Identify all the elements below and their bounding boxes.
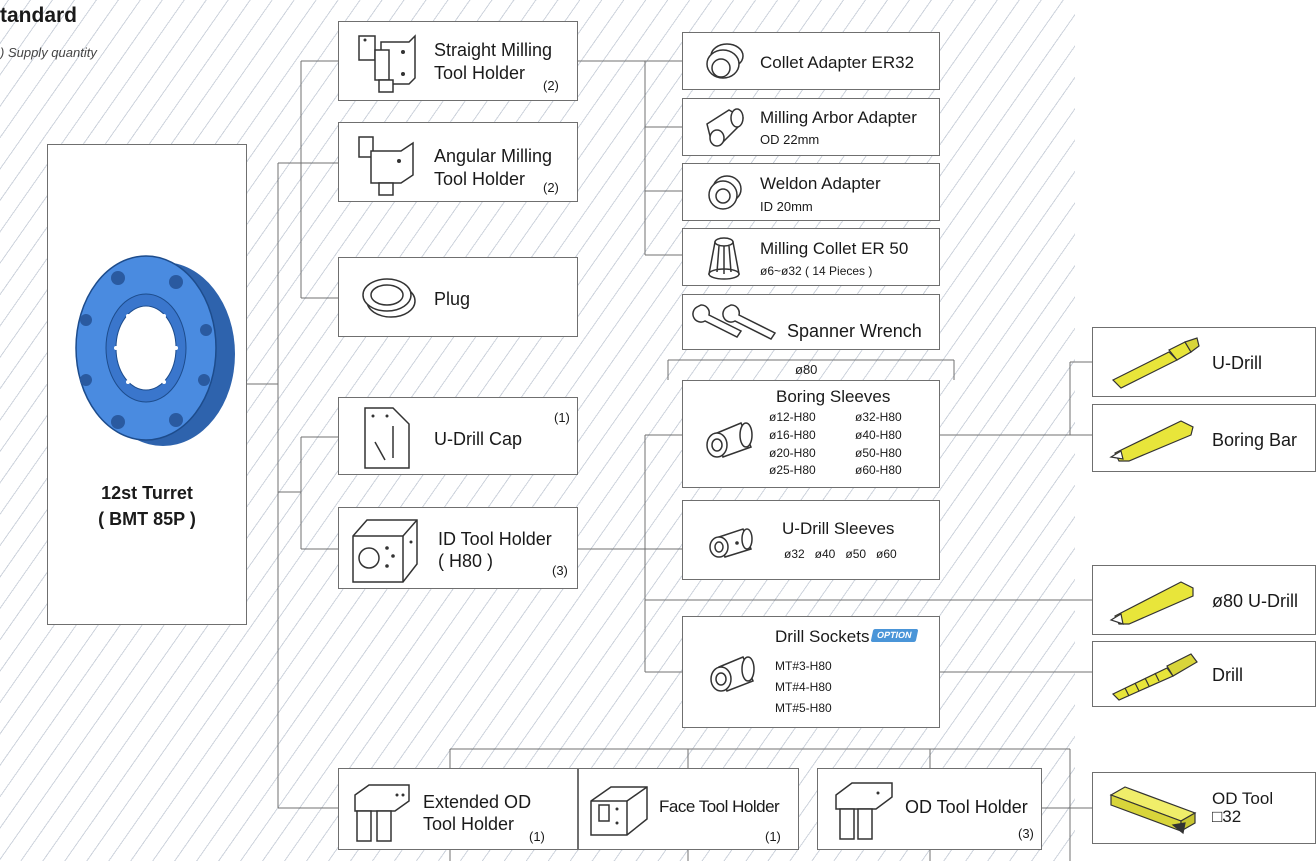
angular-milling-holder-icon [358, 136, 414, 196]
page-title: tandard [0, 4, 78, 27]
boring-sleeve-icon [706, 422, 753, 458]
spanner-wrench-icon [692, 304, 777, 340]
id-tool-holder-box: ID Tool Holder ( H80 ) (3) [338, 507, 578, 589]
plug-icon [362, 278, 416, 318]
udrill-80-box: ø80 U-Drill [1092, 565, 1316, 635]
collet-adapter-er32-box: Collet Adapter ER32 [682, 32, 940, 90]
id-tool-holder-icon [352, 519, 418, 583]
turret-title: 12st Turret [101, 483, 193, 503]
option-badge: OPTION [871, 629, 919, 642]
straight-milling-holder-icon [358, 34, 416, 93]
boring-bar-icon [1109, 420, 1194, 462]
extended-od-holder-box: Extended OD Tool Holder (1) [338, 768, 578, 850]
boring-sleeve-size: ø32-H80 [855, 410, 902, 424]
extended-od-holder-line1: Extended OD [423, 792, 532, 812]
udrill-sleeves-box: U-Drill Sleeves ø32 ø40 ø50 ø60 [682, 500, 940, 580]
udrill-sleeves-sizes: ø32 ø40 ø50 ø60 [784, 547, 897, 561]
udrill-sleeves-title: U-Drill Sleeves [782, 519, 895, 538]
boring-sleeves-title: Boring Sleeves [776, 387, 891, 406]
udrill-tool-icon [1111, 337, 1200, 389]
boring-sleeve-size: ø12-H80 [769, 410, 816, 424]
turret-model: ( BMT 85P ) [98, 509, 196, 529]
milling-arbor-adapter-line1: Milling Arbor Adapter [760, 108, 917, 127]
drill-socket-item: MT#3-H80 [775, 659, 832, 673]
udrill-cap-box: U-Drill Cap (1) [338, 397, 578, 475]
angular-milling-holder-qty: (2) [543, 180, 559, 195]
boring-sleeve-size: ø40-H80 [855, 428, 902, 442]
face-tool-holder-label: Face Tool Holder [659, 797, 780, 816]
plug-box: Plug [338, 257, 578, 337]
udrill-cap-label: U-Drill Cap [434, 429, 523, 449]
od-tool-line1: OD Tool [1212, 789, 1274, 808]
weldon-adapter-line1: Weldon Adapter [760, 174, 881, 193]
boring-sleeve-size: ø50-H80 [855, 446, 902, 460]
angular-milling-holder-box: Angular Milling Tool Holder (2) [338, 122, 578, 202]
weldon-adapter-icon [708, 175, 742, 210]
boring-sleeve-size: ø60-H80 [855, 463, 902, 477]
turret-box: 12st Turret ( BMT 85P ) [47, 144, 247, 625]
milling-collet-er50-line2: ø6~ø32 ( 14 Pieces ) [760, 264, 873, 278]
boring-sleeve-size: ø25-H80 [769, 463, 816, 477]
drill-sockets-title: Drill Sockets [775, 627, 870, 646]
od-tool-line2: □32 [1212, 807, 1242, 826]
udrill-cap-qty: (1) [554, 410, 570, 425]
boring-sleeve-size: ø16-H80 [769, 428, 816, 442]
od-tool-box: OD Tool □32 [1092, 772, 1316, 844]
udrill-80-label: ø80 U-Drill [1212, 591, 1299, 611]
milling-arbor-adapter-box: Milling Arbor Adapter OD 22mm [682, 98, 940, 156]
straight-milling-holder-qty: (2) [543, 78, 559, 93]
angular-milling-holder-line2: Tool Holder [434, 169, 526, 189]
weldon-adapter-box: Weldon Adapter ID 20mm [682, 163, 940, 221]
extended-od-holder-icon [354, 784, 410, 842]
boring-sleeve-diameter-label: ø80 [795, 362, 818, 377]
id-tool-holder-line1: ID Tool Holder [438, 529, 552, 549]
drill-box: Drill [1092, 641, 1316, 707]
od-tool-icon [1109, 786, 1197, 835]
milling-arbor-adapter-icon [706, 108, 744, 147]
straight-milling-holder-line2: Tool Holder [434, 63, 526, 83]
milling-arbor-adapter-line2: OD 22mm [760, 132, 820, 147]
face-tool-holder-qty: (1) [765, 829, 781, 844]
od-tool-holder-box: OD Tool Holder (3) [817, 768, 1042, 850]
drill-label: Drill [1212, 665, 1243, 685]
boring-sleeves-box: Boring Sleeves ø12-H80 ø32-H80 ø16-H80 ø… [682, 380, 940, 488]
milling-collet-er50-box: Milling Collet ER 50 ø6~ø32 ( 14 Pieces … [682, 228, 940, 286]
udrill-sleeve-icon [709, 528, 753, 558]
angular-milling-holder-line1: Angular Milling [434, 146, 553, 166]
extended-od-holder-line2: Tool Holder [423, 814, 515, 834]
milling-collet-er50-icon [708, 237, 740, 280]
udrill-tool-label: U-Drill [1212, 353, 1262, 373]
od-tool-holder-icon [835, 782, 893, 840]
boring-bar-box: Boring Bar [1092, 404, 1316, 472]
od-tool-holder-label: OD Tool Holder [905, 797, 1028, 817]
od-tool-holder-qty: (3) [1018, 826, 1034, 841]
drill-socket-icon [710, 656, 755, 692]
weldon-adapter-line2: ID 20mm [760, 199, 813, 214]
id-tool-holder-qty: (3) [552, 563, 568, 578]
extended-od-holder-qty: (1) [529, 829, 545, 844]
udrill-cap-icon [364, 407, 410, 469]
spanner-wrench-label: Spanner Wrench [787, 321, 922, 341]
straight-milling-holder-line1: Straight Milling [434, 40, 553, 60]
boring-sleeve-size: ø20-H80 [769, 446, 816, 460]
udrill-80-icon [1109, 581, 1194, 625]
udrill-tool-box: U-Drill [1092, 327, 1316, 397]
drill-socket-item: MT#5-H80 [775, 701, 832, 715]
plug-label: Plug [434, 289, 471, 309]
turret-icon [75, 255, 235, 446]
spanner-wrench-box: Spanner Wrench [682, 294, 940, 350]
drill-socket-item: MT#4-H80 [775, 680, 832, 694]
id-tool-holder-line2: ( H80 ) [438, 551, 494, 571]
face-tool-holder-icon [590, 786, 648, 836]
drill-icon [1111, 653, 1198, 701]
collet-adapter-er32-icon [706, 43, 744, 79]
straight-milling-holder-box: Straight Milling Tool Holder (2) [338, 21, 578, 101]
face-tool-holder-box: Face Tool Holder (1) [578, 768, 799, 850]
collet-adapter-er32-label: Collet Adapter ER32 [760, 53, 915, 72]
milling-collet-er50-line1: Milling Collet ER 50 [760, 239, 909, 258]
legend-supply-quantity: ) Supply quantity [0, 45, 97, 60]
boring-bar-label: Boring Bar [1212, 430, 1298, 450]
